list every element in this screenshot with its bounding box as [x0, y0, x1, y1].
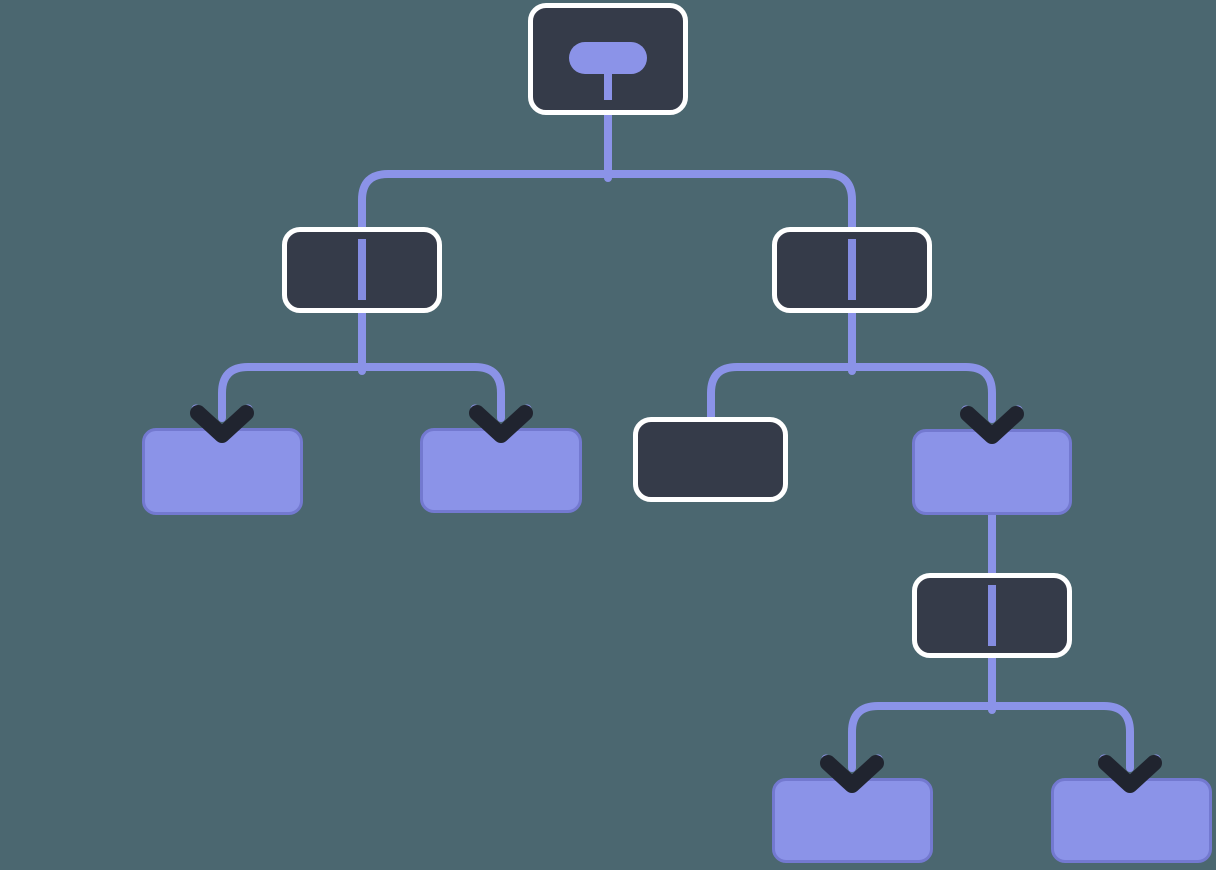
slot-line-icon [848, 239, 856, 300]
edge-level1-bus[interactable] [358, 170, 856, 231]
arrow-chevron-icon [820, 755, 884, 793]
arrow-leaf-4[interactable] [1098, 754, 1162, 793]
edge-bottom-bus[interactable] [848, 702, 1134, 772]
pill-stem-icon [604, 74, 612, 100]
arrow-chevron-icon [469, 405, 533, 443]
node-leaf-dark[interactable] [633, 417, 788, 502]
node-root[interactable] [528, 3, 688, 115]
pill-icon [569, 42, 647, 74]
edge-left-bus[interactable] [218, 363, 505, 422]
arrow-chevron-icon [1098, 755, 1162, 793]
node-branch-lower[interactable] [912, 573, 1072, 658]
arrow-chevron-icon [960, 406, 1024, 444]
arrow-chevron-icon [190, 405, 254, 443]
edge-right-bus[interactable] [707, 363, 996, 423]
arrow-leaf-3[interactable] [820, 754, 884, 793]
node-branch-right[interactable] [772, 227, 932, 313]
node-branch-left[interactable] [282, 227, 442, 313]
slot-line-icon [358, 239, 366, 300]
arrow-leaf-2[interactable] [469, 404, 533, 443]
slot-line-icon [988, 585, 996, 646]
arrow-leaf-1[interactable] [190, 404, 254, 443]
arrow-mid[interactable] [960, 405, 1024, 444]
